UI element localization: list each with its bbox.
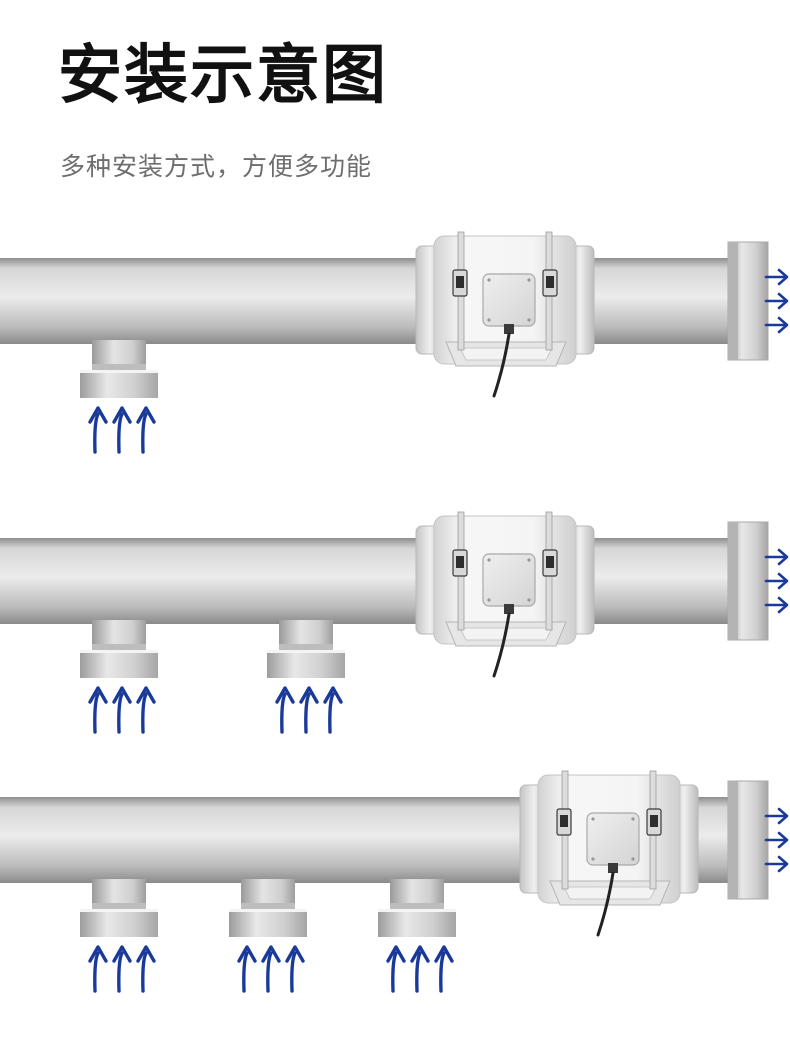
intake-arrow-icon [386, 945, 454, 993]
intake-inlet [378, 879, 456, 937]
exhaust-arrow-icon [764, 268, 789, 334]
duct-pipe [0, 258, 740, 344]
exhaust-arrow-icon [764, 548, 789, 614]
intake-inlet [80, 879, 158, 937]
exhaust-arrow-icon [764, 807, 789, 873]
intake-arrow-icon [275, 686, 343, 734]
page-subtitle: 多种安装方式，方便多功能 [60, 152, 373, 181]
duct-pipe [0, 538, 740, 624]
intake-arrow-icon [88, 406, 156, 454]
intake-arrow-icon [237, 945, 305, 993]
intake-inlet [229, 879, 307, 937]
intake-arrow-icon [88, 945, 156, 993]
intake-arrow-icon [88, 686, 156, 734]
exhaust-outlet [727, 521, 769, 641]
intake-inlet [80, 620, 158, 678]
exhaust-outlet [727, 241, 769, 361]
fan-icon [519, 770, 699, 937]
intake-inlet [80, 340, 158, 398]
exhaust-outlet [727, 780, 769, 900]
intake-inlet [267, 620, 345, 678]
fan-icon [415, 231, 595, 398]
diagram-row [0, 770, 789, 993]
fan-icon [415, 511, 595, 678]
diagram-row [0, 231, 789, 454]
page-title: 安装示意图 [58, 39, 388, 113]
diagram-row [0, 511, 789, 734]
